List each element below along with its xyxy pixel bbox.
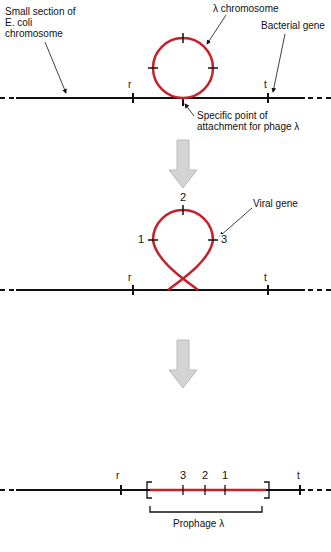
gene-letter: t: [296, 470, 301, 481]
callout-number: 3: [179, 470, 187, 481]
callout-number: 2: [201, 470, 209, 481]
callout-number: 3: [220, 234, 228, 245]
gene-letter: r: [115, 470, 120, 481]
part-label: λ chromosome: [212, 3, 314, 14]
part-label: Viral gene: [252, 198, 324, 209]
gene-letter: r: [127, 272, 132, 283]
callout-number: 1: [221, 470, 229, 481]
callout-number: 1: [137, 234, 145, 245]
gene-letter: r: [127, 79, 132, 90]
note-label: Specific point of attachment for phage λ: [196, 110, 308, 132]
note-label: Small section of E. coli chromosome: [4, 6, 86, 39]
gene-letter: t: [263, 272, 268, 283]
callout-number: 2: [179, 192, 187, 203]
part-label: Bacterial gene: [260, 20, 329, 31]
part-label: Prophage λ: [172, 518, 225, 529]
gene-letter: t: [263, 79, 268, 90]
